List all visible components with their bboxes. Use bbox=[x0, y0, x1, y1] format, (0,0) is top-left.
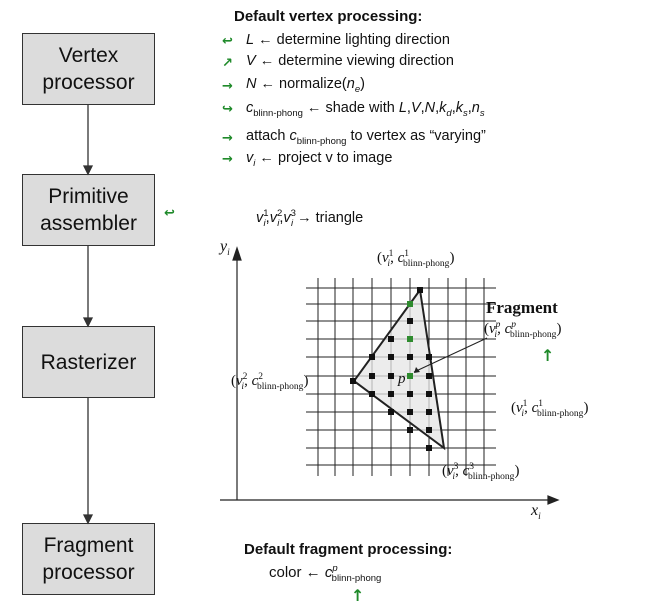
assembly-suffix: triangle bbox=[315, 209, 364, 226]
fragment-dot bbox=[426, 427, 432, 433]
y-axis-label: yi bbox=[220, 238, 230, 259]
fragment-dot bbox=[426, 445, 432, 451]
green-arrow-icon: → bbox=[222, 152, 233, 167]
vertex-label-left: (v2i, c2blinn-phong) bbox=[231, 372, 309, 392]
green-arrow-icon: ↩ bbox=[164, 206, 175, 221]
fragment-dot bbox=[407, 427, 413, 433]
stage-label: Rasterizer bbox=[40, 350, 137, 374]
fragment-dot bbox=[407, 391, 413, 397]
fragment-dot bbox=[350, 378, 356, 384]
stage-primitive-assembler: Primitive assembler bbox=[22, 174, 155, 246]
fragment-dot bbox=[417, 287, 423, 293]
fragment-dot bbox=[388, 409, 394, 415]
vertex-label-top: (v1i, c1blinn-phong) bbox=[377, 249, 455, 269]
stage-vertex-processor: Vertex processor bbox=[22, 33, 155, 105]
green-arrow-icon: ↗ bbox=[222, 56, 233, 71]
fragment-value-label: (vpi, cpblinn-phong) bbox=[484, 320, 562, 340]
fragment-dot bbox=[407, 354, 413, 360]
fragment-dot bbox=[407, 318, 413, 324]
green-arrow-icon: ↑ bbox=[351, 586, 365, 605]
fragment-heading: Fragment bbox=[486, 298, 558, 317]
green-arrow-icon: ↪ bbox=[222, 102, 233, 117]
fragment-dot bbox=[388, 336, 394, 342]
step-text: determine lighting direction bbox=[276, 32, 450, 48]
vertex-step-4: cblinn-phong ← shade with L,V,N,kd,ks,ns bbox=[246, 100, 485, 119]
vertex-step-1: L ← determine lighting direction bbox=[246, 32, 450, 48]
fragment-dot bbox=[426, 391, 432, 397]
fragment-dot bbox=[388, 391, 394, 397]
fragment-dot bbox=[369, 391, 375, 397]
stage-label: Primitive assembler bbox=[40, 185, 137, 235]
stage-fragment-processor: Fragment processor bbox=[22, 523, 155, 595]
vertex-step-5: attach cblinn-phong to vertex as “varyin… bbox=[246, 128, 486, 147]
fragment-dot bbox=[407, 336, 413, 342]
green-arrow-icon: → bbox=[222, 79, 233, 94]
fragment-dot bbox=[407, 301, 413, 307]
right-vertex-label: (v1i, c1blinn-phong) bbox=[511, 399, 589, 419]
assembly-formula: v1i,v2i,v3i → triangle bbox=[256, 208, 364, 229]
step-text: determine viewing direction bbox=[278, 53, 454, 69]
stage-label: Fragment processor bbox=[42, 534, 135, 584]
fragment-formula: color ← cpblinn-phong bbox=[269, 563, 382, 584]
point-label: p bbox=[398, 371, 406, 387]
fragment-dot bbox=[407, 373, 413, 379]
stage-rasterizer: Rasterizer bbox=[22, 326, 155, 398]
vertex-step-2: V ← determine viewing direction bbox=[246, 53, 454, 69]
green-arrow-icon: ↩ bbox=[222, 34, 233, 49]
color-word: color bbox=[269, 564, 302, 581]
fragment-processing-heading: Default fragment processing: bbox=[244, 541, 453, 558]
axes bbox=[220, 246, 560, 505]
fragment-dot bbox=[369, 354, 375, 360]
fragment-dot bbox=[388, 373, 394, 379]
vertex-processing-heading: Default vertex processing: bbox=[234, 8, 423, 25]
green-arrow-icon: ↑ bbox=[541, 346, 555, 365]
fragment-dots bbox=[350, 287, 432, 451]
green-arrow-icon: → bbox=[222, 131, 233, 146]
fragment-dot bbox=[426, 409, 432, 415]
fragment-dot bbox=[369, 373, 375, 379]
fragment-dot bbox=[388, 354, 394, 360]
stage-label: Vertex processor bbox=[42, 44, 135, 94]
step-text: project v to image bbox=[277, 150, 393, 166]
x-axis-label: xi bbox=[531, 502, 541, 523]
fragment-dot bbox=[426, 373, 432, 379]
fragment-dot bbox=[426, 354, 432, 360]
vertex-step-6: vi ← project v to image bbox=[246, 150, 393, 169]
vertex-label-bottom: (v3i, c3blinn-phong) bbox=[442, 462, 520, 482]
triangle bbox=[352, 287, 446, 451]
fragment-dot bbox=[407, 409, 413, 415]
vertex-step-3: N ← normalize(ne) bbox=[246, 76, 365, 95]
pipeline-arrows bbox=[82, 105, 94, 525]
